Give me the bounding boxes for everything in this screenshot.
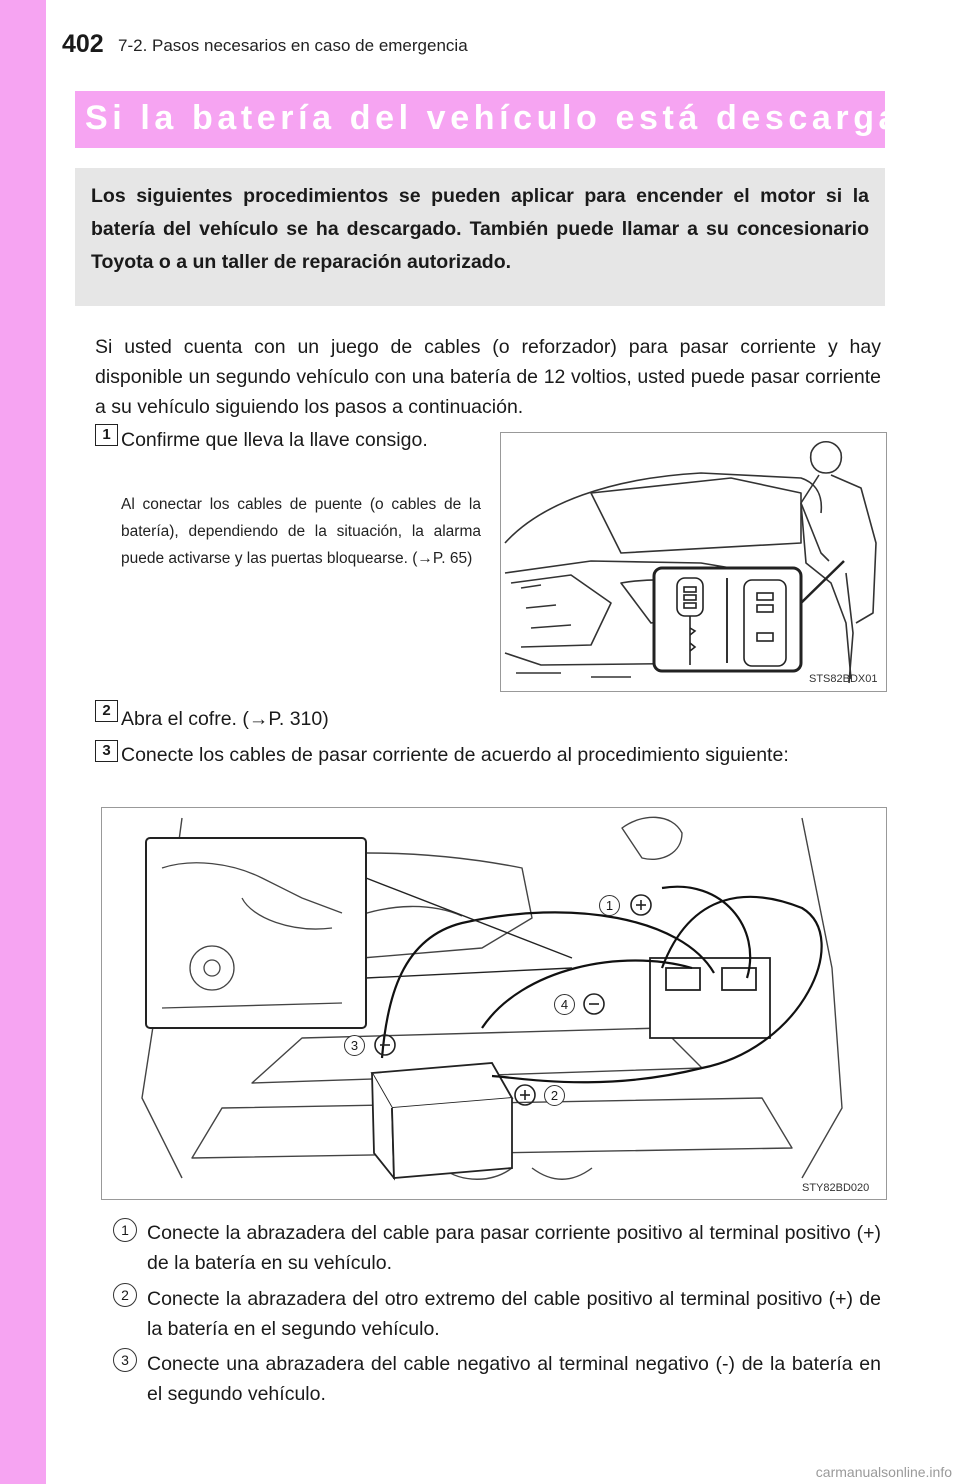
polarity-symbols: [374, 894, 652, 1106]
right-fender: [801, 817, 843, 1179]
detail-inset: [145, 837, 367, 1029]
key-illustration: STS82BDX01: [500, 432, 887, 692]
substep-1-text: Conecte la abrazadera del cable para pas…: [147, 1222, 881, 1274]
substep-2-text: Conecte la abrazadera del otro extremo d…: [147, 1288, 881, 1340]
step-badge-3: 3: [95, 740, 118, 762]
intro-text: Los siguientes procedimientos se pueden …: [91, 185, 869, 273]
watermark: carmanualsonline.info: [815, 1464, 952, 1480]
chapter-heading: 7-2. Pasos necesarios en caso de emergen…: [118, 36, 468, 55]
substep-badge-2: 2: [113, 1283, 137, 1307]
key-figure-code: STS82BDX01: [809, 673, 878, 685]
section-side-tab: [0, 0, 46, 1484]
page-number: 402: [62, 30, 104, 58]
truck-and-key-drawing: [504, 440, 877, 684]
substep-badge-3: 3: [113, 1348, 137, 1372]
front-bumper-area: [191, 1097, 793, 1159]
step-1-note: Al conectar los cables de puente (o cabl…: [121, 496, 481, 567]
body-paragraph: Si usted cuenta con un juego de cables (…: [95, 336, 881, 418]
booster-battery: [370, 1062, 514, 1181]
step-2-text: Abra el cofre. (→P. 310): [121, 708, 329, 730]
jumper-cables: [380, 885, 823, 1084]
step-1-text: Confirme que lleva la llave consigo.: [121, 429, 428, 451]
step-badge-1: 1: [95, 424, 118, 446]
callout-1: 1: [599, 895, 620, 916]
callout-4: 4: [554, 994, 575, 1015]
truck-windshield: [590, 477, 802, 554]
substep-3-text: Conecte una abrazadera del cable negativ…: [147, 1353, 881, 1405]
engine-bay-illustration: 1 2 3 4 STY82BD020: [101, 807, 887, 1200]
substep-badge-1: 1: [113, 1218, 137, 1242]
jump-start-drawing: [141, 816, 843, 1181]
own-battery: [649, 957, 771, 1039]
callout-3: 3: [344, 1035, 365, 1056]
step-badge-2: 2: [95, 700, 118, 722]
person-head: [809, 440, 843, 474]
engine-figure-code: STY82BD020: [802, 1182, 870, 1194]
reservoir-cap: [621, 816, 683, 860]
intro-box: Los siguientes procedimientos se pueden …: [75, 168, 885, 306]
step-3-text: Conecte los cables de pasar corriente de…: [121, 744, 789, 766]
callout-2: 2: [544, 1085, 565, 1106]
truck-hood-line: [504, 472, 823, 544]
section-title-band: Si la batería del vehículo está descarga…: [75, 91, 946, 148]
mechanical-key-icon: [676, 577, 704, 665]
section-title: Si la batería del vehículo está descarga…: [85, 99, 951, 137]
smart-key-icon: [743, 579, 787, 667]
truck-grille: [510, 574, 612, 648]
